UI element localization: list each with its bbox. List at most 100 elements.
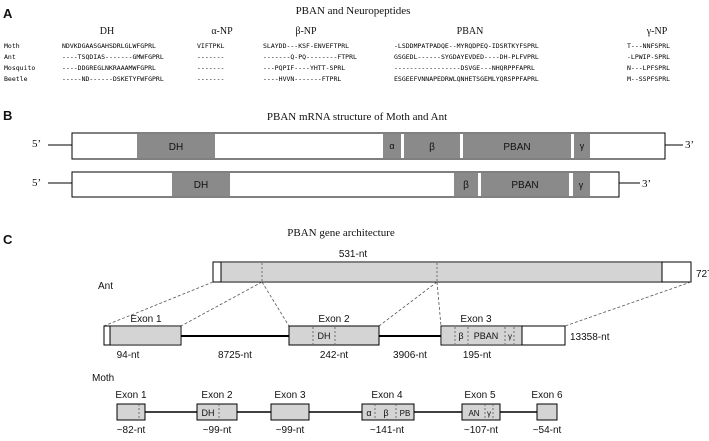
seq-dh: ----TSQDIAS-------GMWFGPRL bbox=[62, 53, 164, 61]
ant-label: Ant bbox=[98, 281, 113, 292]
three-prime-label: 3’ bbox=[685, 139, 694, 151]
species-label: Beetle bbox=[4, 75, 28, 83]
species-label: Mosquito bbox=[4, 64, 35, 72]
projection-line bbox=[436, 281, 442, 327]
seq-pban: -LSDDMPATPADQE--MYRQDPEQ-IDSRTKYFSPRL bbox=[394, 42, 539, 50]
pban-label: PBAN bbox=[474, 331, 499, 341]
seq-gamma-np: N---LPFSPRL bbox=[627, 64, 670, 72]
panel-a-title: PBAN and Neuropeptides bbox=[296, 5, 411, 17]
panel-c-letter: C bbox=[3, 232, 13, 247]
exon-4-length: ~141-nt bbox=[370, 425, 404, 436]
pban-domain bbox=[481, 173, 569, 196]
moth-label: Moth bbox=[92, 373, 114, 384]
dh-label: DH bbox=[169, 142, 183, 153]
panel-b-letter: B bbox=[3, 108, 12, 123]
exon-6 bbox=[536, 403, 558, 421]
gamma-label: γ bbox=[580, 141, 585, 151]
alpha-label: α bbox=[366, 408, 371, 418]
header-dh: DH bbox=[100, 26, 114, 37]
seq-pban: GSGEDL------SYGDAYEVDED----DH-PLFVPRL bbox=[394, 53, 539, 61]
seq-pban: ESGEEFVNNAPEDRWLQNHETSGEMLYQRSPPFAPRL bbox=[394, 75, 539, 83]
projection-line bbox=[103, 281, 214, 327]
exon-6-length: ~54-nt bbox=[533, 425, 562, 436]
exon-2-label: Exon 2 bbox=[318, 314, 350, 325]
header-alpha-np: α-NP bbox=[211, 26, 233, 37]
alignment-row-moth: Moth NDVKDGAASGAHSDRLGLWFGPRL VIFTPKL SL… bbox=[4, 42, 670, 50]
five-prime-label: 5’ bbox=[32, 177, 41, 189]
moth-gene: Exon 1 ~82-nt Exon 2 DH ~99-nt Exon 3 ~9… bbox=[115, 390, 563, 436]
seq-alpha-np: ------- bbox=[197, 64, 224, 72]
cds-region bbox=[221, 263, 662, 281]
header-pban: PBAN bbox=[457, 26, 484, 37]
dh-label: DH bbox=[202, 408, 215, 418]
three-prime-label: 3’ bbox=[642, 178, 651, 190]
beta-label: β bbox=[458, 331, 463, 341]
exon-1-label: Exon 1 bbox=[130, 314, 162, 325]
exon-5-length: ~107-nt bbox=[464, 425, 498, 436]
exon-1-cds bbox=[110, 327, 180, 344]
projection-line bbox=[378, 281, 438, 327]
projection-line bbox=[180, 281, 263, 327]
beta-label: β bbox=[383, 408, 388, 418]
alignment-row-ant: Ant ----TSQDIAS-------GMWFGPRL ------- -… bbox=[4, 53, 670, 61]
panel-a-letter: A bbox=[3, 6, 13, 21]
pban-label: PBAN bbox=[503, 142, 530, 153]
ant-mrna: 5’ DH β PBAN γ 3’ bbox=[32, 171, 651, 198]
an-label: AN bbox=[468, 409, 479, 418]
exon-1-length: 94-nt bbox=[117, 350, 140, 361]
seq-pban: -----------------DSVGE---NHQRPPFAPRL bbox=[394, 64, 535, 72]
pb-label: PB bbox=[400, 409, 411, 418]
intron-1-length: 8725-nt bbox=[218, 350, 252, 361]
species-label: Ant bbox=[4, 53, 16, 61]
seq-dh: -----ND------DSKETYFWFGPRL bbox=[62, 75, 164, 83]
seq-dh: ----DDGREGLNKRAAAMWFGPRL bbox=[62, 64, 156, 72]
pban-domain bbox=[463, 134, 571, 158]
dh-label: DH bbox=[194, 180, 208, 191]
exon-2-label: Exon 2 bbox=[201, 390, 233, 401]
pban-label: PBAN bbox=[511, 180, 538, 191]
exon-3-label: Exon 3 bbox=[460, 314, 492, 325]
exon-1 bbox=[116, 403, 146, 421]
moth-mrna: 5’ DH α β PBAN γ 3’ bbox=[32, 132, 694, 160]
beta-label: β bbox=[429, 142, 435, 153]
alignment-row-mosquito: Mosquito ----DDGREGLNKRAAAMWFGPRL ------… bbox=[4, 64, 670, 72]
exon-5 bbox=[461, 403, 501, 421]
exon-4-label: Exon 4 bbox=[371, 390, 403, 401]
five-prime-label: 5’ bbox=[32, 138, 41, 150]
exon-2 bbox=[196, 403, 238, 421]
gamma-domain bbox=[574, 134, 590, 158]
seq-beta-np: SLAYDD---KSF-ENVEFTPRL bbox=[263, 42, 349, 50]
header-beta-np: β-NP bbox=[295, 26, 317, 37]
seq-beta-np: ----HVVN-------FTPRL bbox=[263, 75, 341, 83]
ant-transcript-length: 531-nt bbox=[339, 249, 368, 260]
exon-2-length: 242-nt bbox=[320, 350, 349, 361]
beta-label: β bbox=[463, 180, 469, 191]
seq-alpha-np: ------- bbox=[197, 75, 224, 83]
exon-2-length: ~99-nt bbox=[203, 425, 232, 436]
intron-2-length: 3906-nt bbox=[393, 350, 427, 361]
alignment-row-beetle: Beetle -----ND------DSKETYFWFGPRL ------… bbox=[4, 75, 670, 83]
exon-3 bbox=[270, 403, 310, 421]
gamma-domain bbox=[573, 173, 590, 196]
panel-b-title: PBAN mRNA structure of Moth and Ant bbox=[267, 111, 447, 123]
dh-label: DH bbox=[318, 331, 331, 341]
exon-3-label: Exon 3 bbox=[274, 390, 306, 401]
header-gamma-np: γ-NP bbox=[646, 26, 668, 37]
seq-gamma-np: T---NNFSPRL bbox=[627, 42, 670, 50]
dh-domain bbox=[137, 134, 215, 158]
alpha-label: α bbox=[389, 141, 394, 151]
seq-alpha-np: ------- bbox=[197, 53, 224, 61]
gamma-label: γ bbox=[487, 409, 491, 418]
exon-3-length: ~99-nt bbox=[276, 425, 305, 436]
seq-beta-np: -------Q-PQ--------FTPRL bbox=[263, 53, 357, 61]
panel-c-title: PBAN gene architecture bbox=[287, 227, 395, 239]
beta-domain bbox=[454, 173, 478, 196]
projection-lines bbox=[103, 281, 692, 327]
gamma-label: γ bbox=[508, 332, 512, 341]
gamma-label: γ bbox=[579, 180, 584, 190]
exon-1-length: ~82-nt bbox=[117, 425, 146, 436]
exon-3-cds bbox=[442, 327, 522, 344]
alpha-domain bbox=[383, 134, 401, 158]
seq-dh: NDVKDGAASGAHSDRLGLWFGPRL bbox=[62, 42, 156, 50]
